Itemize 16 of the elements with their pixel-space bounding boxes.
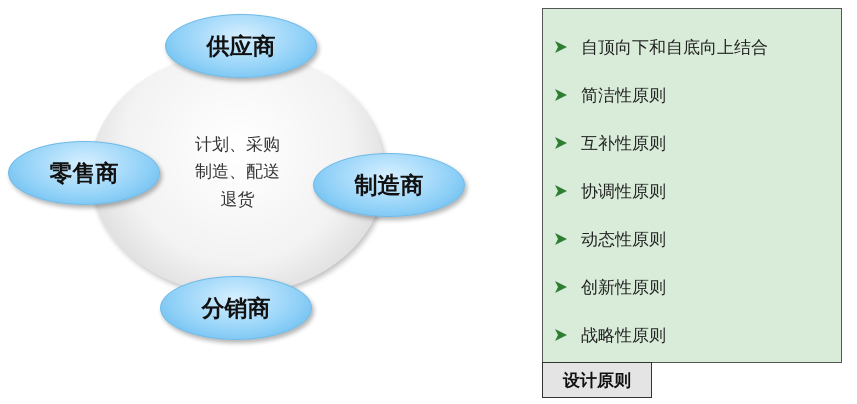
list-panel: [542, 8, 842, 363]
list-item-text: 创新性原则: [581, 276, 666, 298]
node-label: 供应商: [206, 32, 276, 62]
circle-text: 计划、采购制造、配送退货: [194, 134, 281, 212]
list-item-text: 协调性原则: [581, 180, 666, 202]
list-item-text: 战略性原则: [581, 324, 666, 346]
node-label: 零售商: [50, 160, 118, 188]
tab-label-box: [542, 362, 652, 398]
list-item-text: 自顶向下和自底向上结合: [581, 36, 768, 58]
node-label: 分销商: [202, 294, 270, 324]
ellipse-node: [160, 276, 312, 340]
list-item-text: 简洁性原则: [581, 84, 666, 106]
node-label: 设计原则: [563, 370, 631, 392]
list-item-text: 互补性原则: [581, 132, 666, 154]
node-label: 制造商: [354, 172, 424, 200]
list-item-text: 动态性原则: [581, 228, 666, 250]
